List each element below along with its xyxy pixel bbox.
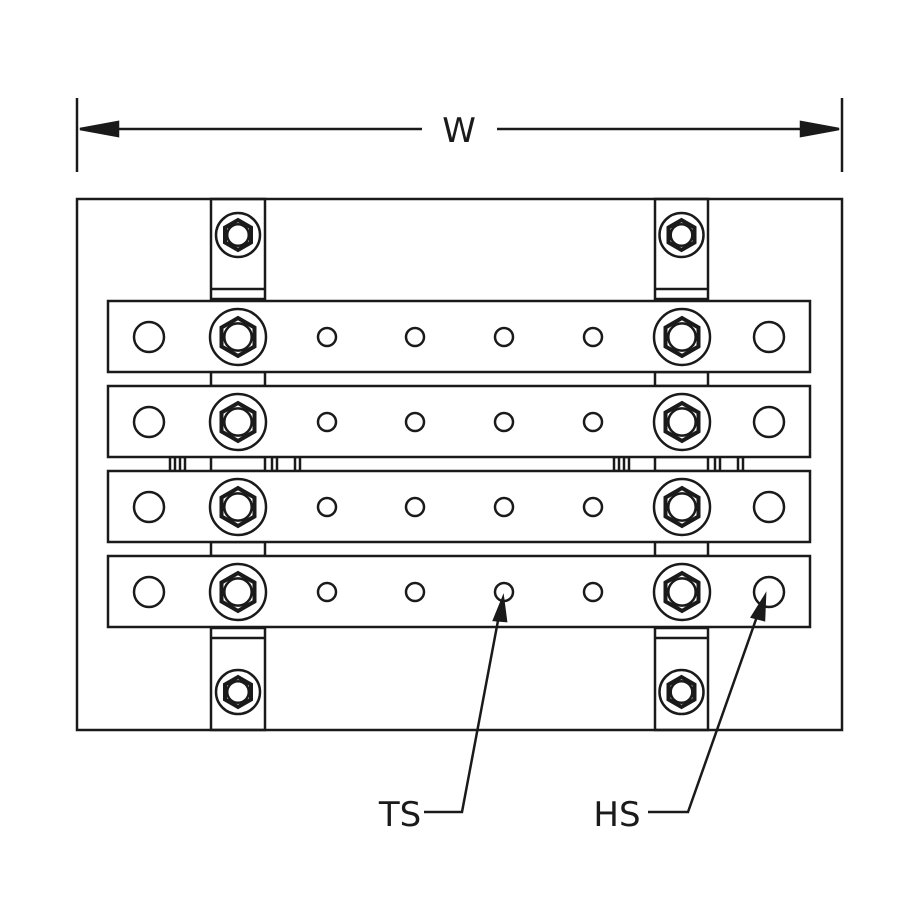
bus-bar-body [106, 554, 812, 629]
hs-hole [132, 490, 166, 524]
callout-ts: TS [378, 593, 508, 835]
ts-hole [316, 496, 338, 518]
ts-hole [404, 411, 426, 433]
bolt-socket [669, 679, 694, 705]
hs-hole [752, 405, 786, 439]
spacer-pin [270, 455, 279, 473]
spacer-pin [293, 455, 302, 473]
ts-hole [582, 411, 604, 433]
hs-hole [132, 320, 166, 354]
hs-hole [752, 575, 786, 609]
bolt-washer [658, 211, 705, 259]
hex-bolt-icon [223, 217, 253, 253]
ts-label: TS [378, 795, 421, 835]
top-bracket [209, 197, 267, 301]
ts-hole [582, 496, 604, 518]
bus-bar [106, 299, 812, 374]
width-dimension: W [75, 98, 844, 172]
bolt-washer [214, 668, 262, 716]
bolt-socket [225, 679, 251, 705]
spacer-pin [168, 455, 177, 473]
hs-hole [752, 490, 786, 524]
spacer [209, 370, 267, 388]
ts-hole [493, 326, 515, 348]
ts-hole [493, 411, 515, 433]
spacer [653, 370, 710, 388]
ts-hole [404, 496, 426, 518]
ts-hole [493, 496, 515, 518]
mounting-brackets [168, 197, 745, 732]
bolt-washer [652, 307, 712, 367]
bus-bar [106, 384, 812, 459]
base-plate [75, 197, 844, 732]
spacer-pin [622, 455, 631, 473]
bolt-socket [667, 492, 697, 522]
hs-hole [752, 320, 786, 354]
hex-bolt-icon [663, 400, 701, 444]
bolt-socket [223, 577, 253, 607]
ts-hole [582, 326, 604, 348]
ts-hole [316, 581, 338, 603]
ts-hole [316, 326, 338, 348]
bus-bar-body [106, 299, 812, 374]
bolt-washer [208, 562, 268, 622]
bus-bar-body [106, 384, 812, 459]
hs-label: HS [593, 795, 640, 835]
bolt-washer [208, 392, 268, 452]
spacer [209, 455, 267, 473]
spacer [653, 540, 710, 558]
hex-bolt-icon [663, 315, 701, 359]
bolt-washer [652, 477, 712, 537]
bolt-washer [652, 392, 712, 452]
hex-bolt-icon [223, 674, 253, 710]
hex-bolt-icon [219, 570, 257, 614]
hex-bolt-icon [663, 485, 701, 529]
hex-bolt-icon [219, 400, 257, 444]
bolt-socket [225, 222, 251, 248]
hs-hole [132, 575, 166, 609]
bolt-washer [214, 211, 262, 259]
bolt-socket [223, 492, 253, 522]
ts-hole [582, 581, 604, 603]
ts-hole [404, 581, 426, 603]
callout-hs: HS [593, 591, 767, 835]
bus-bars [106, 299, 812, 629]
spacer [653, 455, 710, 473]
ts-hole [316, 411, 338, 433]
bolt-socket [669, 222, 694, 248]
width-label: W [442, 111, 476, 151]
bolt-washer [658, 668, 705, 716]
hex-bolt-icon [666, 217, 697, 253]
bus-bar [106, 469, 812, 544]
spacer-pin [178, 455, 187, 473]
hex-bolt-icon [666, 674, 697, 710]
hex-bolt-icon [219, 485, 257, 529]
spacer-pin [612, 455, 621, 473]
bolt-socket [667, 322, 697, 352]
bus-bar [106, 554, 812, 629]
bus-bar-body [106, 469, 812, 544]
bolt-socket [667, 577, 697, 607]
bolt-socket [223, 322, 253, 352]
bolt-washer [208, 477, 268, 537]
spacer-pin [713, 455, 722, 473]
hex-bolt-icon [663, 570, 701, 614]
bolt-washer [208, 307, 268, 367]
top-bracket [653, 197, 710, 301]
spacer [209, 540, 267, 558]
hex-bolt-icon [219, 315, 257, 359]
hs-hole [132, 405, 166, 439]
bolt-socket [667, 407, 697, 437]
bolt-socket [223, 407, 253, 437]
bolt-washer [652, 562, 712, 622]
spacer-pin [736, 455, 745, 473]
ts-hole [404, 326, 426, 348]
